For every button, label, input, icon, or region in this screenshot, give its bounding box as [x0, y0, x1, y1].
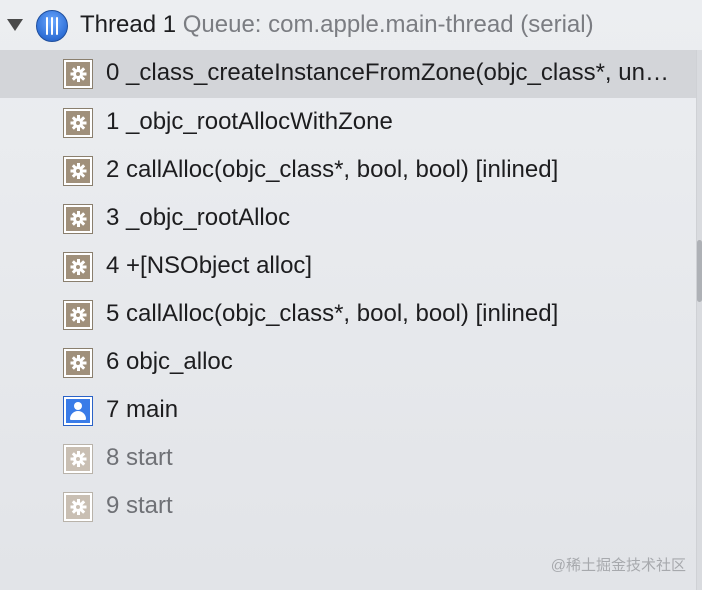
thread-title: Thread 1 Queue: com.apple.main-thread (s… — [80, 11, 594, 39]
stack-frame-3[interactable]: 3 _objc_rootAlloc — [0, 195, 702, 243]
person-icon — [63, 396, 93, 426]
stack-frame-4[interactable]: 4 +[NSObject alloc] — [0, 243, 702, 291]
stack-frame-label: 8 start — [106, 444, 173, 471]
stack-frame-label: 1 _objc_rootAllocWithZone — [106, 108, 393, 135]
thread-queue: Queue: com.apple.main-thread (serial) — [182, 11, 594, 38]
thread-name: Thread 1 — [80, 11, 177, 38]
stack-frame-9[interactable]: 9 start — [0, 483, 702, 531]
stack-frame-5[interactable]: 5 callAlloc(objc_class*, bool, bool) [in… — [0, 291, 702, 339]
stack-frame-2[interactable]: 2 callAlloc(objc_class*, bool, bool) [in… — [0, 147, 702, 195]
stack-frame-0[interactable]: 0 _class_createInstanceFromZone(objc_cla… — [0, 50, 702, 98]
scrollbar-thumb[interactable] — [697, 240, 702, 302]
gear-icon — [63, 108, 93, 138]
thread-row[interactable]: Thread 1 Queue: com.apple.main-thread (s… — [0, 0, 702, 50]
stack-frame-label: 9 start — [106, 492, 173, 519]
watermark: @稀土掘金技术社区 — [550, 557, 686, 574]
stack-frame-6[interactable]: 6 objc_alloc — [0, 339, 702, 387]
stack-frame-8[interactable]: 8 start — [0, 435, 702, 483]
stack-frame-label: 0 _class_createInstanceFromZone(objc_cla… — [106, 59, 672, 86]
stack-frame-label: 7 main — [106, 396, 179, 423]
stack-frame-label: 3 _objc_rootAlloc — [106, 204, 291, 231]
stack-frame-1[interactable]: 1 _objc_rootAllocWithZone — [0, 99, 702, 147]
gear-icon — [63, 204, 93, 234]
thread-icon — [36, 10, 68, 42]
gear-icon — [63, 348, 93, 378]
gear-icon — [63, 156, 93, 186]
stack-frame-label: 6 objc_alloc — [106, 348, 233, 375]
gear-icon — [63, 300, 93, 330]
stack-frame-label: 5 callAlloc(objc_class*, bool, bool) [in… — [106, 300, 559, 327]
stack-frame-label: 4 +[NSObject alloc] — [106, 252, 313, 279]
gear-icon — [63, 59, 93, 89]
scrollbar-track[interactable] — [696, 50, 702, 590]
gear-icon — [63, 252, 93, 282]
gear-icon — [63, 444, 93, 474]
gear-icon — [63, 492, 93, 522]
stack-frame-7[interactable]: 7 main — [0, 387, 702, 435]
stack-frame-label: 2 callAlloc(objc_class*, bool, bool) [in… — [106, 156, 559, 183]
disclosure-triangle-icon[interactable] — [7, 19, 23, 31]
